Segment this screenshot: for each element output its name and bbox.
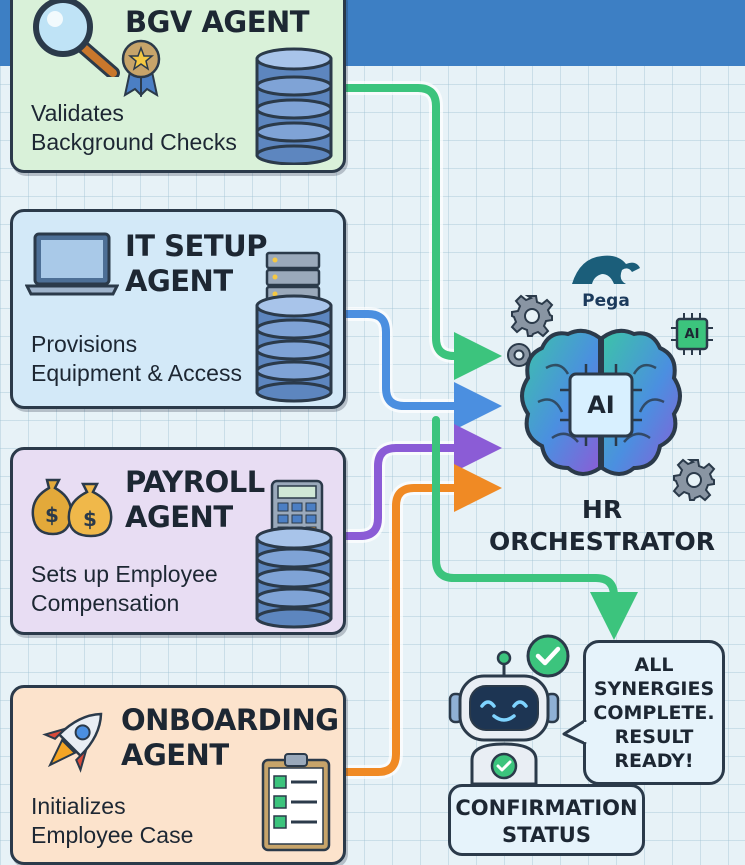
card-title: BGV AGENT: [125, 5, 310, 39]
server-rack-icon: [265, 251, 321, 304]
svg-text:$: $: [83, 507, 97, 531]
gear-icon: [510, 294, 554, 338]
bubble-line: COMPLETE.: [593, 702, 715, 724]
rocket-icon: [42, 712, 103, 773]
bgv-connector: [342, 84, 502, 380]
card-title: AGENT: [125, 500, 233, 534]
pega-logo-icon: [572, 255, 640, 284]
bubble-tail: [562, 718, 588, 746]
checklist-clipboard-icon: [261, 753, 331, 852]
result-speech-bubble: ALL SYNERGIES COMPLETE. RESULT READY!: [583, 640, 725, 785]
card-desc-line: Provisions: [31, 331, 138, 357]
card-desc-line: Sets up Employee: [31, 561, 218, 587]
bubble-line: RESULT: [614, 726, 694, 748]
card-title: AGENT: [121, 738, 229, 772]
award-badge-icon: [121, 39, 161, 97]
bubble-line: READY!: [614, 750, 694, 772]
database-icon: [255, 47, 333, 165]
laptop-icon: [25, 232, 119, 296]
payroll-agent-card: $ $ PAYROLL AGENT Sets up Employee Compe…: [10, 447, 346, 635]
card-title: PAYROLL: [125, 465, 265, 499]
card-desc-line: Background Checks: [31, 129, 237, 155]
card-desc-line: Validates: [31, 100, 124, 126]
orchestrator-title-line: ORCHESTRATOR: [488, 527, 716, 556]
card-title: AGENT: [125, 264, 233, 298]
gear-icon: [507, 343, 531, 367]
card-desc-line: Initializes: [31, 793, 126, 819]
database-icon: [255, 526, 333, 629]
it-connector: [342, 310, 502, 430]
orchestrator-title-line: HR: [581, 495, 623, 524]
ai-chip-label: AI: [587, 391, 615, 419]
card-desc-line: Compensation: [31, 590, 180, 616]
gear-icon: [672, 458, 716, 502]
card-title: ONBOARDING: [121, 703, 339, 737]
magnifier-icon: [33, 0, 120, 77]
database-icon: [255, 294, 333, 403]
bubble-line: SYNERGIES: [593, 678, 715, 700]
small-ai-chip-label: AI: [684, 326, 700, 342]
svg-text:$: $: [45, 503, 59, 527]
orchestrator-title: HR ORCHESTRATOR: [482, 494, 722, 558]
card-title: IT SETUP: [125, 229, 267, 263]
it-setup-agent-card: IT SETUP AGENT Provisions Equipment & Ac…: [10, 209, 346, 409]
card-desc-line: Equipment & Access: [31, 360, 242, 386]
bubble-line: ALL: [634, 654, 674, 676]
brand-label: Pega: [582, 291, 630, 311]
confirmation-status-box: CONFIRMATION STATUS: [448, 784, 645, 856]
onboarding-agent-card: ONBOARDING AGENT Initializes Employee Ca…: [10, 685, 346, 865]
bgv-agent-card: BGV AGENT Validates Background Checks: [10, 0, 346, 173]
payroll-connector: [342, 424, 502, 540]
status-line: STATUS: [502, 823, 591, 847]
ai-brain-icon: [520, 328, 682, 476]
robot-icon: [448, 634, 570, 786]
result-connector: [432, 416, 638, 640]
onboarding-connector: [342, 464, 502, 776]
money-bags-icon: $ $: [31, 478, 113, 538]
card-desc-line: Employee Case: [31, 822, 194, 848]
ai-chip-icon: [671, 313, 713, 355]
status-line: CONFIRMATION: [455, 796, 638, 820]
